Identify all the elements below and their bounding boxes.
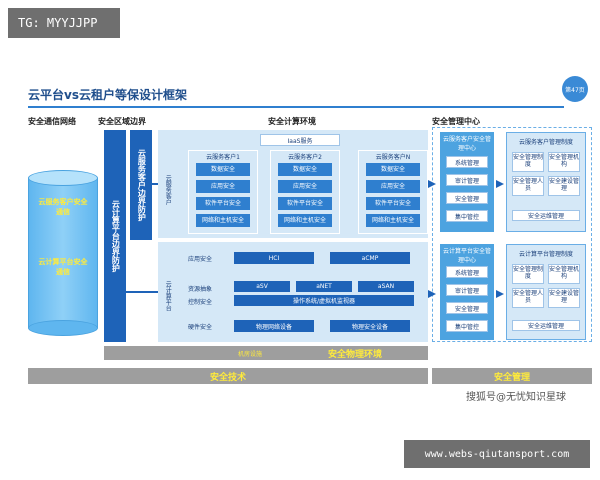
policy-item: 安全管理制度 xyxy=(512,152,544,172)
tenant-client-name: 云服务客户N xyxy=(375,153,411,161)
tenant-client-item: 应用安全 xyxy=(278,180,332,193)
tenant-env-side-label: 云服务客户 xyxy=(164,175,172,205)
tenant-client-item: 应用安全 xyxy=(196,180,250,193)
tenant-client-item: 网络和主机安全 xyxy=(366,214,420,227)
platform-res-item-asv: aSV xyxy=(234,281,290,292)
platform-hw-item-sec: 物理安全设备 xyxy=(330,320,410,332)
tenant-client-frame xyxy=(188,150,258,234)
comm-cylinder-top xyxy=(28,170,98,186)
cylinder-tenant-label: 云服务客户安全通信 xyxy=(38,198,88,216)
mgmt-item: 审计管理 xyxy=(446,174,488,186)
mgmt-item: 集中管控 xyxy=(446,210,488,222)
header-boundary: 安全区域边界 xyxy=(98,117,146,126)
tenant-client-item: 软件平台安全 xyxy=(196,197,250,210)
page-number-badge: 第47页 xyxy=(562,76,588,102)
iaas-bar: IaaS服务 xyxy=(260,134,340,146)
comm-cylinder-bottom xyxy=(28,320,98,336)
tenant-client-item: 数据安全 xyxy=(196,163,250,176)
physical-env-bar xyxy=(104,346,428,360)
header-comm: 安全通信网络 xyxy=(28,117,76,126)
tenant-client-item: 软件平台安全 xyxy=(278,197,332,210)
room-facility-label: 机房设施 xyxy=(237,350,262,358)
platform-hw-label: 硬件安全 xyxy=(188,324,213,331)
policy-item: 安全管理人员 xyxy=(512,176,544,196)
platform-env-side-label: 云计算平台 xyxy=(164,281,172,311)
policy-tenant-title: 云服务客户管理制度 xyxy=(518,138,573,146)
arrow-right-icon xyxy=(496,290,504,298)
page-title: 云平台vs云租户等保设计框架 xyxy=(28,88,187,102)
cylinder-platform-label: 云计算平台安全通信 xyxy=(38,258,88,276)
tenant-client-item: 应用安全 xyxy=(366,180,420,193)
security-tech-bar: 安全技术 xyxy=(28,368,428,384)
policy-tenant-bottom: 安全运维管理 xyxy=(512,210,580,221)
tenant-client-item: 网络和主机安全 xyxy=(196,214,250,227)
tenant-client-frame xyxy=(358,150,428,234)
policy-item: 安全建设管理 xyxy=(548,288,580,308)
security-manage-bar: 安全管理 xyxy=(432,368,592,384)
tenant-client-item: 数据安全 xyxy=(278,163,332,176)
mgmt-item: 审计管理 xyxy=(446,284,488,296)
mgmt-tenant-title: 云服务客户安全管理中心 xyxy=(442,136,491,152)
platform-app-label: 应用安全 xyxy=(188,256,213,263)
mgmt-item: 系统管理 xyxy=(446,156,488,168)
tenant-client-item: 软件平台安全 xyxy=(366,197,420,210)
platform-app-item-acmp: aCMP xyxy=(330,252,410,264)
policy-platform-bottom: 安全运维管理 xyxy=(512,320,580,331)
mgmt-item: 安全管理 xyxy=(446,302,488,314)
platform-res-label-1: 资源抽象 xyxy=(188,286,213,293)
tenant-client-frame xyxy=(270,150,340,234)
source-text: 搜狐号@无忧知识星球 xyxy=(466,392,566,403)
arrow-right-icon xyxy=(428,180,436,188)
platform-res-item-asan: aSAN xyxy=(358,281,414,292)
policy-item: 安全管理机构 xyxy=(548,264,580,284)
header-compute: 安全计算环境 xyxy=(268,117,316,126)
policy-item: 安全管理人员 xyxy=(512,288,544,308)
tenant-client-item: 数据安全 xyxy=(366,163,420,176)
policy-item: 安全管理制度 xyxy=(512,264,544,284)
tenant-client-name: 云服务客户1 xyxy=(206,153,240,161)
header-mgmt: 安全管理中心 xyxy=(432,117,480,126)
physical-env-label: 安全物理环境 xyxy=(327,349,382,360)
boundary-platform: 云计算平台边界防护 xyxy=(104,130,126,342)
policy-item: 安全管理机构 xyxy=(548,152,580,172)
mgmt-dashed-frame xyxy=(432,127,592,342)
mgmt-platform-title: 云计算平台安全管理中心 xyxy=(442,248,491,264)
platform-res-item-anet: aNET xyxy=(296,281,352,292)
comm-cylinder xyxy=(28,178,98,328)
policy-platform-title: 云计算平台管理制度 xyxy=(518,250,573,258)
watermark-top: TG: MYYJJPP xyxy=(8,8,120,38)
watermark-bottom: www.webs-qiutansport.com xyxy=(404,440,590,468)
platform-res-bar: 操作系统/虚拟机监视器 xyxy=(234,295,414,306)
tenant-client-item: 网络和主机安全 xyxy=(278,214,332,227)
arrow-right-icon xyxy=(428,290,436,298)
mgmt-item: 安全管理 xyxy=(446,192,488,204)
tenant-client-name: 云服务客户2 xyxy=(288,153,322,161)
platform-hw-item-net: 物理网络设备 xyxy=(234,320,314,332)
platform-res-label-2: 控制安全 xyxy=(188,299,213,306)
title-underline xyxy=(28,106,564,108)
arrow-right-icon xyxy=(496,180,504,188)
policy-item: 安全建设管理 xyxy=(548,176,580,196)
mgmt-item: 系统管理 xyxy=(446,266,488,278)
mgmt-item: 集中管控 xyxy=(446,320,488,332)
platform-app-item-hci: HCI xyxy=(234,252,314,264)
boundary-tenant: 云服务客户边界防护 xyxy=(130,130,152,240)
